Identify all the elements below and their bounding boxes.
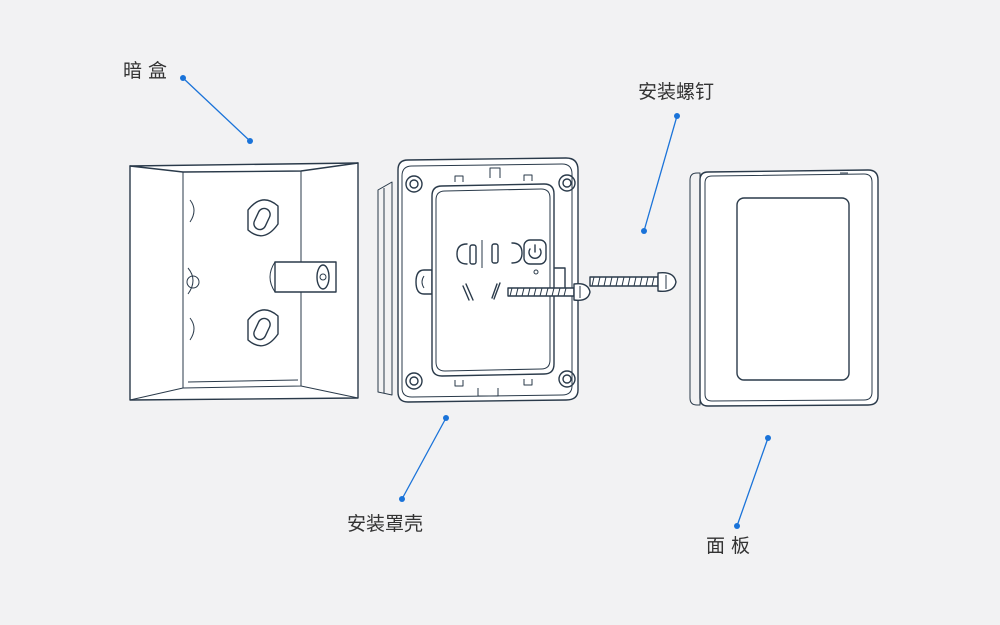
power-switch-icon	[523, 239, 547, 275]
frame-corner-holes	[405, 174, 576, 390]
leader-mounting-frame	[399, 415, 449, 502]
mounting-frame	[377, 157, 579, 403]
center-post	[269, 261, 337, 293]
label-back-box: 暗 盒	[123, 60, 167, 82]
leader-face-plate	[734, 435, 771, 529]
label-mounting-frame: 安装罩壳	[347, 513, 423, 535]
two-pin-outlet	[456, 240, 523, 268]
leader-mounting-screw	[641, 113, 680, 234]
face-plate	[689, 169, 879, 407]
mounting-screws	[507, 272, 677, 302]
screw-lug-bottom	[247, 309, 279, 347]
screw-lug-top	[247, 199, 279, 237]
label-face-plate: 面 板	[706, 535, 750, 557]
label-mounting-screw: 安装螺钉	[638, 81, 714, 103]
back-box	[129, 162, 359, 401]
three-pin-outlet	[462, 282, 501, 301]
leader-back-box	[180, 75, 253, 144]
